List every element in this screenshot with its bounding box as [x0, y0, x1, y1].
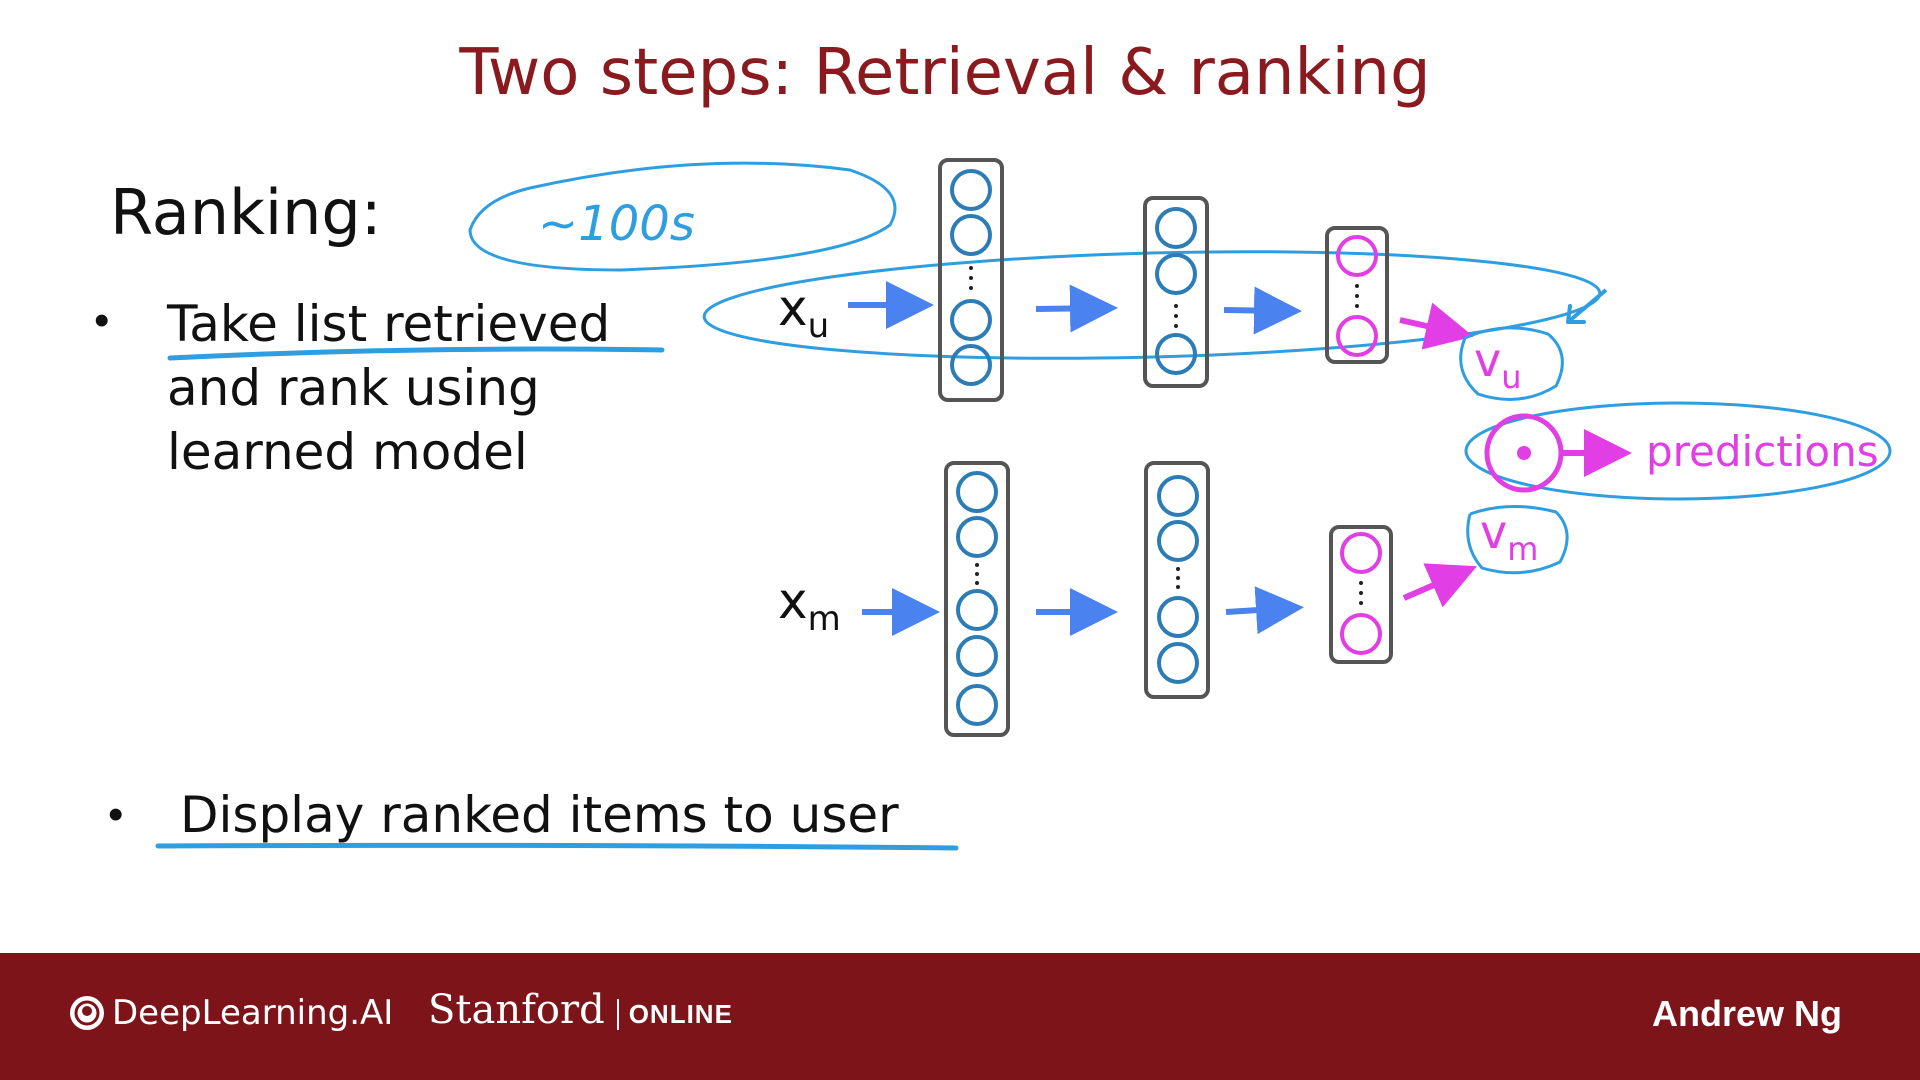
user-node: [1155, 333, 1197, 375]
ellipsis-dot: [969, 286, 973, 290]
movie-output-node: [1340, 613, 1382, 655]
stanford-online-logo: Stanford ONLINE: [428, 987, 733, 1033]
movie-node: [956, 635, 998, 677]
ellipsis-dot: [975, 581, 979, 585]
user-node: [1155, 207, 1197, 249]
user-output-node: [1336, 235, 1378, 277]
bullet-display-items: Display ranked items to user: [180, 783, 899, 847]
ellipsis-dot: [1359, 581, 1363, 585]
movie-node: [1157, 520, 1199, 562]
movie-layer-2: [1144, 461, 1210, 699]
movie-output-arrow: [1402, 563, 1478, 608]
ellipsis-dot: [975, 572, 979, 576]
user-node: [950, 169, 992, 211]
ellipsis-dot: [1174, 324, 1178, 328]
ellipsis-dot: [1359, 591, 1363, 595]
ellipsis-dot: [969, 276, 973, 280]
underline-stroke: [155, 842, 959, 851]
movie-arrow: [1225, 586, 1304, 635]
user-layer-2: [1143, 196, 1209, 388]
movie-output-node: [1340, 532, 1382, 574]
movie-vector-label: vm: [1480, 505, 1538, 568]
user-vector-circle: [1459, 326, 1564, 401]
bullet-line: learned model: [167, 423, 528, 481]
dot-product-dot: [1517, 446, 1531, 460]
user-output-node: [1336, 315, 1378, 357]
user-output-arrow: [1399, 302, 1474, 350]
ellipsis-dot: [1176, 567, 1180, 571]
movie-layer-1: [944, 461, 1010, 737]
section-heading: Ranking:: [110, 176, 382, 249]
underline-stroke: [167, 346, 665, 361]
annotation-text: ~100s: [538, 196, 695, 252]
user-node: [950, 214, 992, 256]
predictions-ellipse: [1464, 401, 1892, 501]
deeplearning-ai-logo: DeepLearning.AI: [68, 993, 393, 1033]
ellipsis-dot: [975, 563, 979, 567]
bullet-line: Display ranked items to user: [180, 786, 899, 844]
ellipsis-dot: [1174, 304, 1178, 308]
predictions-label: predictions: [1646, 427, 1879, 476]
ellipsis-dot: [969, 266, 973, 270]
deeplearning-ai-icon: [70, 996, 104, 1030]
ellipsis-dot: [1355, 284, 1359, 288]
user-layer-3: [1325, 226, 1389, 364]
movie-node: [956, 471, 998, 513]
bullet-line: Take list retrieved: [167, 295, 611, 353]
movie-node: [956, 684, 998, 726]
movie-layer-3: [1329, 525, 1393, 664]
ellipsis-dot: [1355, 294, 1359, 298]
dot-product-operator: [1484, 413, 1564, 493]
user-input-label: xu: [778, 279, 829, 346]
user-node: [950, 299, 992, 341]
user-arrow: [1223, 286, 1302, 335]
bullet-marker: •: [94, 296, 110, 345]
user-layer-1: [938, 158, 1004, 402]
partner-suffix: ONLINE: [616, 999, 733, 1030]
bullet-take-list: Take list retrieved and rank using learn…: [167, 292, 610, 484]
user-tower-ellipse: [702, 250, 1602, 360]
brand-name: DeepLearning.AI: [112, 993, 394, 1033]
slide-title: Two steps: Retrieval & ranking: [459, 36, 1431, 110]
user-node: [950, 344, 992, 386]
pointer-arrowhead: [1566, 304, 1586, 324]
author-name: Andrew Ng: [1651, 993, 1842, 1034]
ellipsis-dot: [1176, 576, 1180, 580]
movie-node: [1157, 475, 1199, 517]
footer-bar: DeepLearning.AI Stanford ONLINE Andrew N…: [0, 953, 1920, 1080]
ellipsis-dot: [1176, 585, 1180, 589]
annotation-ellipse: [468, 161, 897, 272]
movie-vector-circle: [1466, 505, 1569, 575]
bullet-marker: •: [108, 790, 124, 839]
movie-node: [956, 589, 998, 631]
ellipsis-dot: [1174, 314, 1178, 318]
partner-name: Stanford: [428, 987, 605, 1033]
ellipsis-dot: [1355, 304, 1359, 308]
ellipsis-dot: [1359, 601, 1363, 605]
movie-node: [1157, 596, 1199, 638]
user-vector-label: vu: [1474, 333, 1522, 396]
user-node: [1155, 253, 1197, 295]
user-arrow: [1035, 284, 1118, 333]
movie-input-label: xm: [778, 572, 841, 639]
movie-node: [1157, 642, 1199, 684]
movie-node: [956, 516, 998, 558]
pointer-arrow: [1566, 288, 1608, 324]
bullet-line: and rank using: [167, 359, 540, 417]
